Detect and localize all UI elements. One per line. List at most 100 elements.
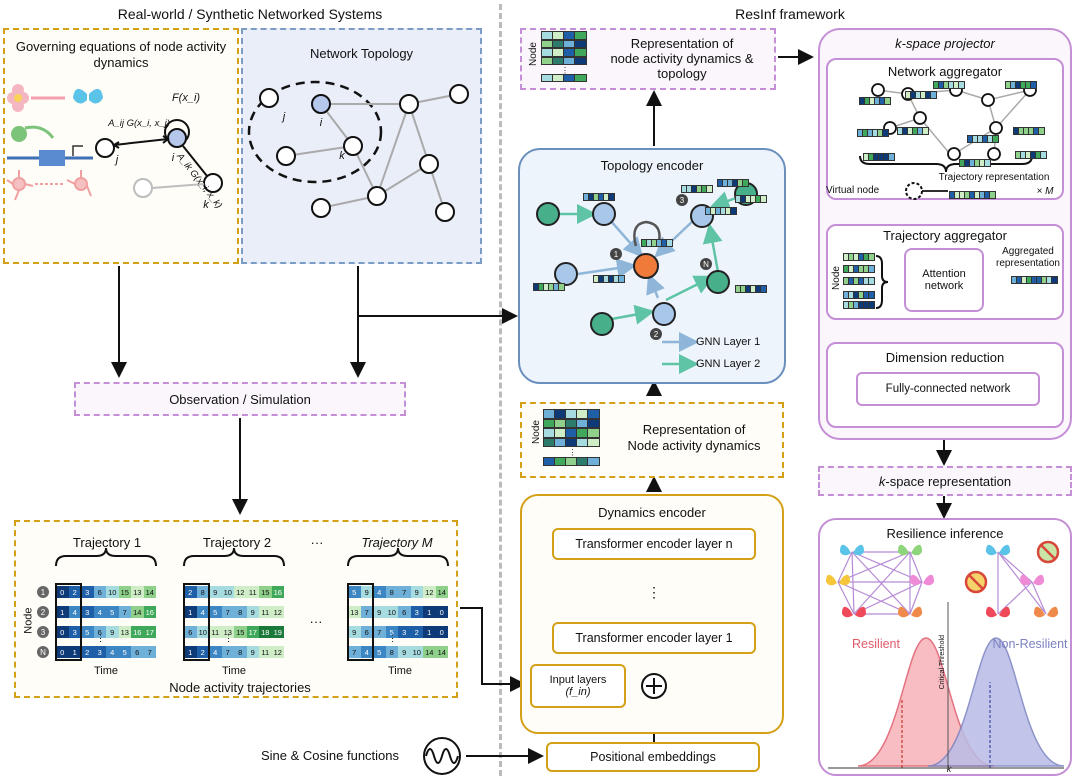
- feature-cell: [1038, 127, 1045, 135]
- dynamics-encoder-title: Dynamics encoder: [598, 505, 706, 520]
- feature-cell: [868, 153, 875, 161]
- trajectory-cell: 3: [81, 606, 94, 618]
- trajectory-cell: 5: [209, 606, 222, 618]
- trajectory-cell: 13: [348, 606, 361, 618]
- feature-cell: [882, 129, 889, 137]
- gnn-layer-2-label: GNN Layer 2: [696, 358, 761, 370]
- feature-cell: [959, 159, 966, 167]
- feature-cell: [858, 253, 865, 261]
- trajectory-cell: 15: [259, 586, 272, 598]
- feature-cell: [1031, 276, 1038, 284]
- feature-cell: [598, 193, 605, 201]
- matrix-cell: [541, 56, 554, 65]
- governing-equations-panel: [3, 28, 239, 264]
- trajectory-cell: 12: [271, 606, 284, 618]
- feature-cell: [989, 191, 996, 199]
- feature-cell: [933, 81, 940, 89]
- feature-cell: [867, 129, 874, 137]
- topology-node-marker: 3: [676, 194, 688, 206]
- matrix-cell: [563, 48, 576, 57]
- trajectory-cell: 7: [348, 646, 361, 658]
- matrix-cell: [576, 437, 589, 447]
- feature-cell: [608, 275, 615, 283]
- aggregated-label: Aggregated representation: [996, 246, 1060, 269]
- trajectory-cell: 12: [271, 646, 284, 658]
- feature-cell: [1026, 276, 1033, 284]
- trajectory-cell: 3: [68, 626, 81, 638]
- trajectory-node-axis: Node: [22, 607, 35, 634]
- trajectory-cell: 9: [106, 626, 119, 638]
- feature-cell: [717, 179, 724, 187]
- feature-cell: [1030, 81, 1037, 89]
- traj-agg-node-axis: Node: [831, 266, 842, 290]
- trajectory-cell: 12: [423, 586, 436, 598]
- butterfly-icon: [826, 544, 934, 618]
- feature-cell: [1028, 127, 1035, 135]
- trajectory-cell: 2: [410, 626, 423, 638]
- matrix-cell: [563, 56, 576, 65]
- feature-cell: [618, 275, 625, 283]
- sine-wave-icon: [423, 737, 461, 775]
- times-m-label: × M: [1036, 186, 1054, 197]
- feature-cell: [608, 193, 615, 201]
- trajectory-cell: 13: [221, 626, 234, 638]
- trajectory-cell: 19: [271, 626, 284, 638]
- trajectory-m-label: Trajectory M: [361, 535, 433, 550]
- feature-cell: [1010, 81, 1017, 89]
- trajectory-cell: 4: [196, 606, 209, 618]
- feature-cell: [863, 265, 870, 273]
- trajectory-cell: 5: [106, 606, 119, 618]
- rep-topology-matrix: ⋮: [541, 31, 588, 84]
- trajectory-cell: 10: [196, 626, 209, 638]
- trajectory-cell: 15: [118, 586, 131, 598]
- feature-cell: [548, 283, 555, 291]
- feature-cell: [853, 265, 860, 273]
- feature-cell: [750, 195, 757, 203]
- feature-cell: [1023, 127, 1030, 135]
- matrix-cell: [574, 31, 587, 40]
- node-marker: 1: [37, 586, 49, 598]
- feature-cell: [1011, 276, 1018, 284]
- trajectory-cell: 2: [81, 646, 94, 658]
- feature-cell: [863, 277, 870, 285]
- node-k-label: k: [203, 199, 209, 211]
- feature-cell: [727, 179, 734, 187]
- kspace-rep-k: k: [878, 474, 886, 489]
- feature-cell: [720, 207, 727, 215]
- matrix-cell: [543, 409, 556, 419]
- feature-cell: [593, 275, 600, 283]
- feature-cell: [706, 185, 713, 193]
- trajectory-m-time: Time: [387, 665, 413, 677]
- feature-cell: [538, 283, 545, 291]
- feature-cell: [732, 179, 739, 187]
- trajectory-cell: 13: [118, 626, 131, 638]
- feature-cell: [984, 159, 991, 167]
- fc-network-box: Fully-connected network: [856, 372, 1040, 406]
- feature-cell: [1021, 276, 1028, 284]
- feature-cell: [760, 195, 767, 203]
- matrix-cell: [554, 428, 567, 438]
- matrix-cell: [565, 428, 578, 438]
- feature-cell: [858, 277, 865, 285]
- f-label: F(x_i): [171, 92, 201, 104]
- feature-cell: [737, 179, 744, 187]
- feature-cell: [603, 193, 610, 201]
- critical-threshold-label: Critical Threshold: [938, 635, 946, 690]
- left-section-title: Real-world / Synthetic Networked Systems: [117, 6, 383, 22]
- feature-cell: [755, 285, 762, 293]
- feature-cell: [760, 285, 767, 293]
- feature-cell: [969, 159, 976, 167]
- trajectory-cell: 4: [93, 606, 106, 618]
- resilience-inference-title: Resilience inference: [886, 526, 1004, 541]
- feature-cell: [740, 285, 747, 293]
- trajectory-cell: 8: [234, 606, 247, 618]
- matrix-cell: [565, 409, 578, 419]
- gnn-layer-1-label: GNN Layer 1: [696, 336, 761, 348]
- trajectory-ellipsis: ···: [310, 535, 324, 550]
- node-j-label: j: [115, 154, 119, 166]
- feature-cell: [948, 81, 955, 89]
- matrix-cell: [552, 48, 565, 57]
- trajectory-cell: 5: [118, 646, 131, 658]
- trajectory-cell: 8: [385, 646, 398, 658]
